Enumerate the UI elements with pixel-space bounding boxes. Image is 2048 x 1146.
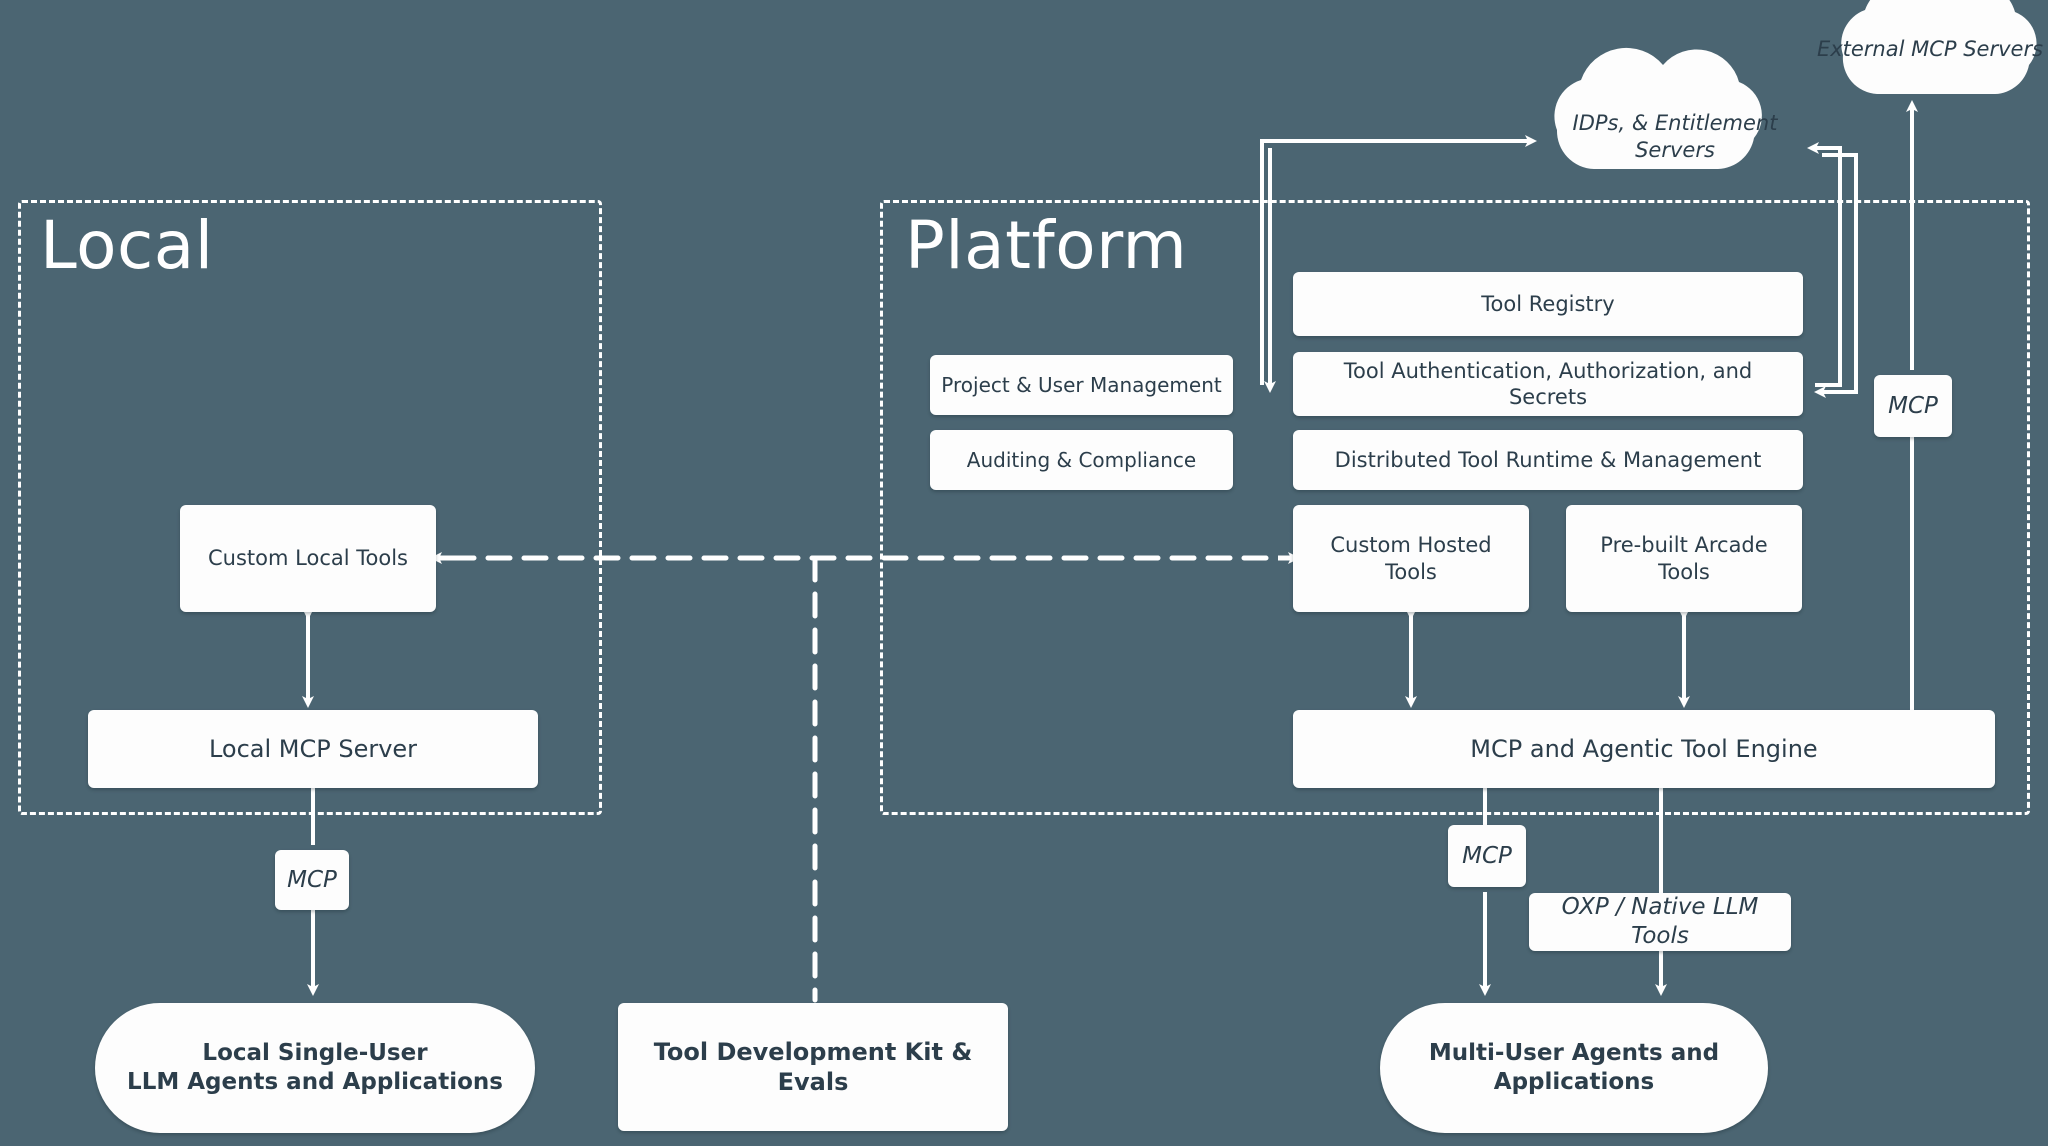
node-tool-authentication[interactable]: Tool Authentication, Authorization, and …	[1293, 352, 1803, 416]
node-distributed-tool-runtime-label: Distributed Tool Runtime & Management	[1334, 447, 1762, 472]
tag-platform-mcp-bottom[interactable]: MCP	[1448, 825, 1526, 887]
tag-platform-mcp-right[interactable]: MCP	[1874, 375, 1952, 437]
node-prebuilt-arcade-tools[interactable]: Pre-built Arcade Tools	[1566, 505, 1802, 612]
node-local-agents-line1: Local Single-User	[202, 1040, 428, 1067]
node-tool-authentication-label: Tool Authentication, Authorization, and …	[1343, 358, 1753, 409]
node-local-agents-line2: LLM Agents and Applications	[127, 1069, 503, 1095]
panel-platform	[880, 200, 2030, 815]
tag-platform-mcp-bottom-label: MCP	[1462, 842, 1512, 869]
node-distributed-tool-runtime[interactable]: Distributed Tool Runtime & Management	[1293, 430, 1803, 490]
tag-local-mcp-label: MCP	[287, 866, 337, 893]
tag-oxp-native-llm-tools[interactable]: OXP / Native LLM Tools	[1529, 893, 1791, 951]
idps-entitlement-servers-label: IDPs, & Entitlement Servers	[1572, 110, 1778, 162]
panel-platform-title: Platform	[905, 207, 1188, 284]
node-project-user-management[interactable]: Project & User Management	[930, 355, 1233, 415]
tag-local-mcp[interactable]: MCP	[275, 850, 349, 910]
node-project-user-management-label: Project & User Management	[941, 372, 1222, 397]
node-multi-user-agents-line1: Multi-User Agents and	[1428, 1040, 1720, 1067]
node-local-mcp-server[interactable]: Local MCP Server	[88, 710, 538, 788]
external-mcp-servers-label: External MCP Servers	[1816, 37, 2044, 62]
node-custom-local-tools[interactable]: Custom Local Tools	[180, 505, 436, 612]
node-tool-registry-label: Tool Registry	[1481, 291, 1615, 316]
node-prebuilt-arcade-tools-label: Pre-built Arcade Tools	[1600, 533, 1768, 584]
node-mcp-agentic-tool-engine-label: MCP and Agentic Tool Engine	[1470, 735, 1818, 763]
node-local-agents[interactable]: Local Single-User LLM Agents and Applica…	[95, 1003, 535, 1133]
node-auditing-compliance-label: Auditing & Compliance	[966, 447, 1197, 472]
node-tool-development-kit-label: Tool Development Kit & Evals	[653, 1038, 973, 1096]
node-auditing-compliance[interactable]: Auditing & Compliance	[930, 430, 1233, 490]
node-multi-user-agents[interactable]: Multi-User Agents and Applications	[1380, 1003, 1768, 1133]
tag-oxp-native-llm-tools-label: OXP / Native LLM Tools	[1561, 894, 1759, 949]
panel-local	[18, 200, 602, 815]
node-custom-hosted-tools-label: Custom Hosted Tools	[1330, 533, 1492, 584]
panel-local-title: Local	[40, 207, 214, 284]
tag-platform-mcp-right-label: MCP	[1888, 392, 1938, 419]
node-local-mcp-server-label: Local MCP Server	[208, 735, 418, 763]
node-tool-registry[interactable]: Tool Registry	[1293, 272, 1803, 336]
node-custom-local-tools-label: Custom Local Tools	[208, 546, 408, 571]
node-custom-hosted-tools[interactable]: Custom Hosted Tools	[1293, 505, 1529, 612]
node-mcp-agentic-tool-engine[interactable]: MCP and Agentic Tool Engine	[1293, 710, 1995, 788]
node-tool-development-kit[interactable]: Tool Development Kit & Evals	[618, 1003, 1008, 1131]
node-multi-user-agents-line2: Applications	[1493, 1069, 1655, 1095]
